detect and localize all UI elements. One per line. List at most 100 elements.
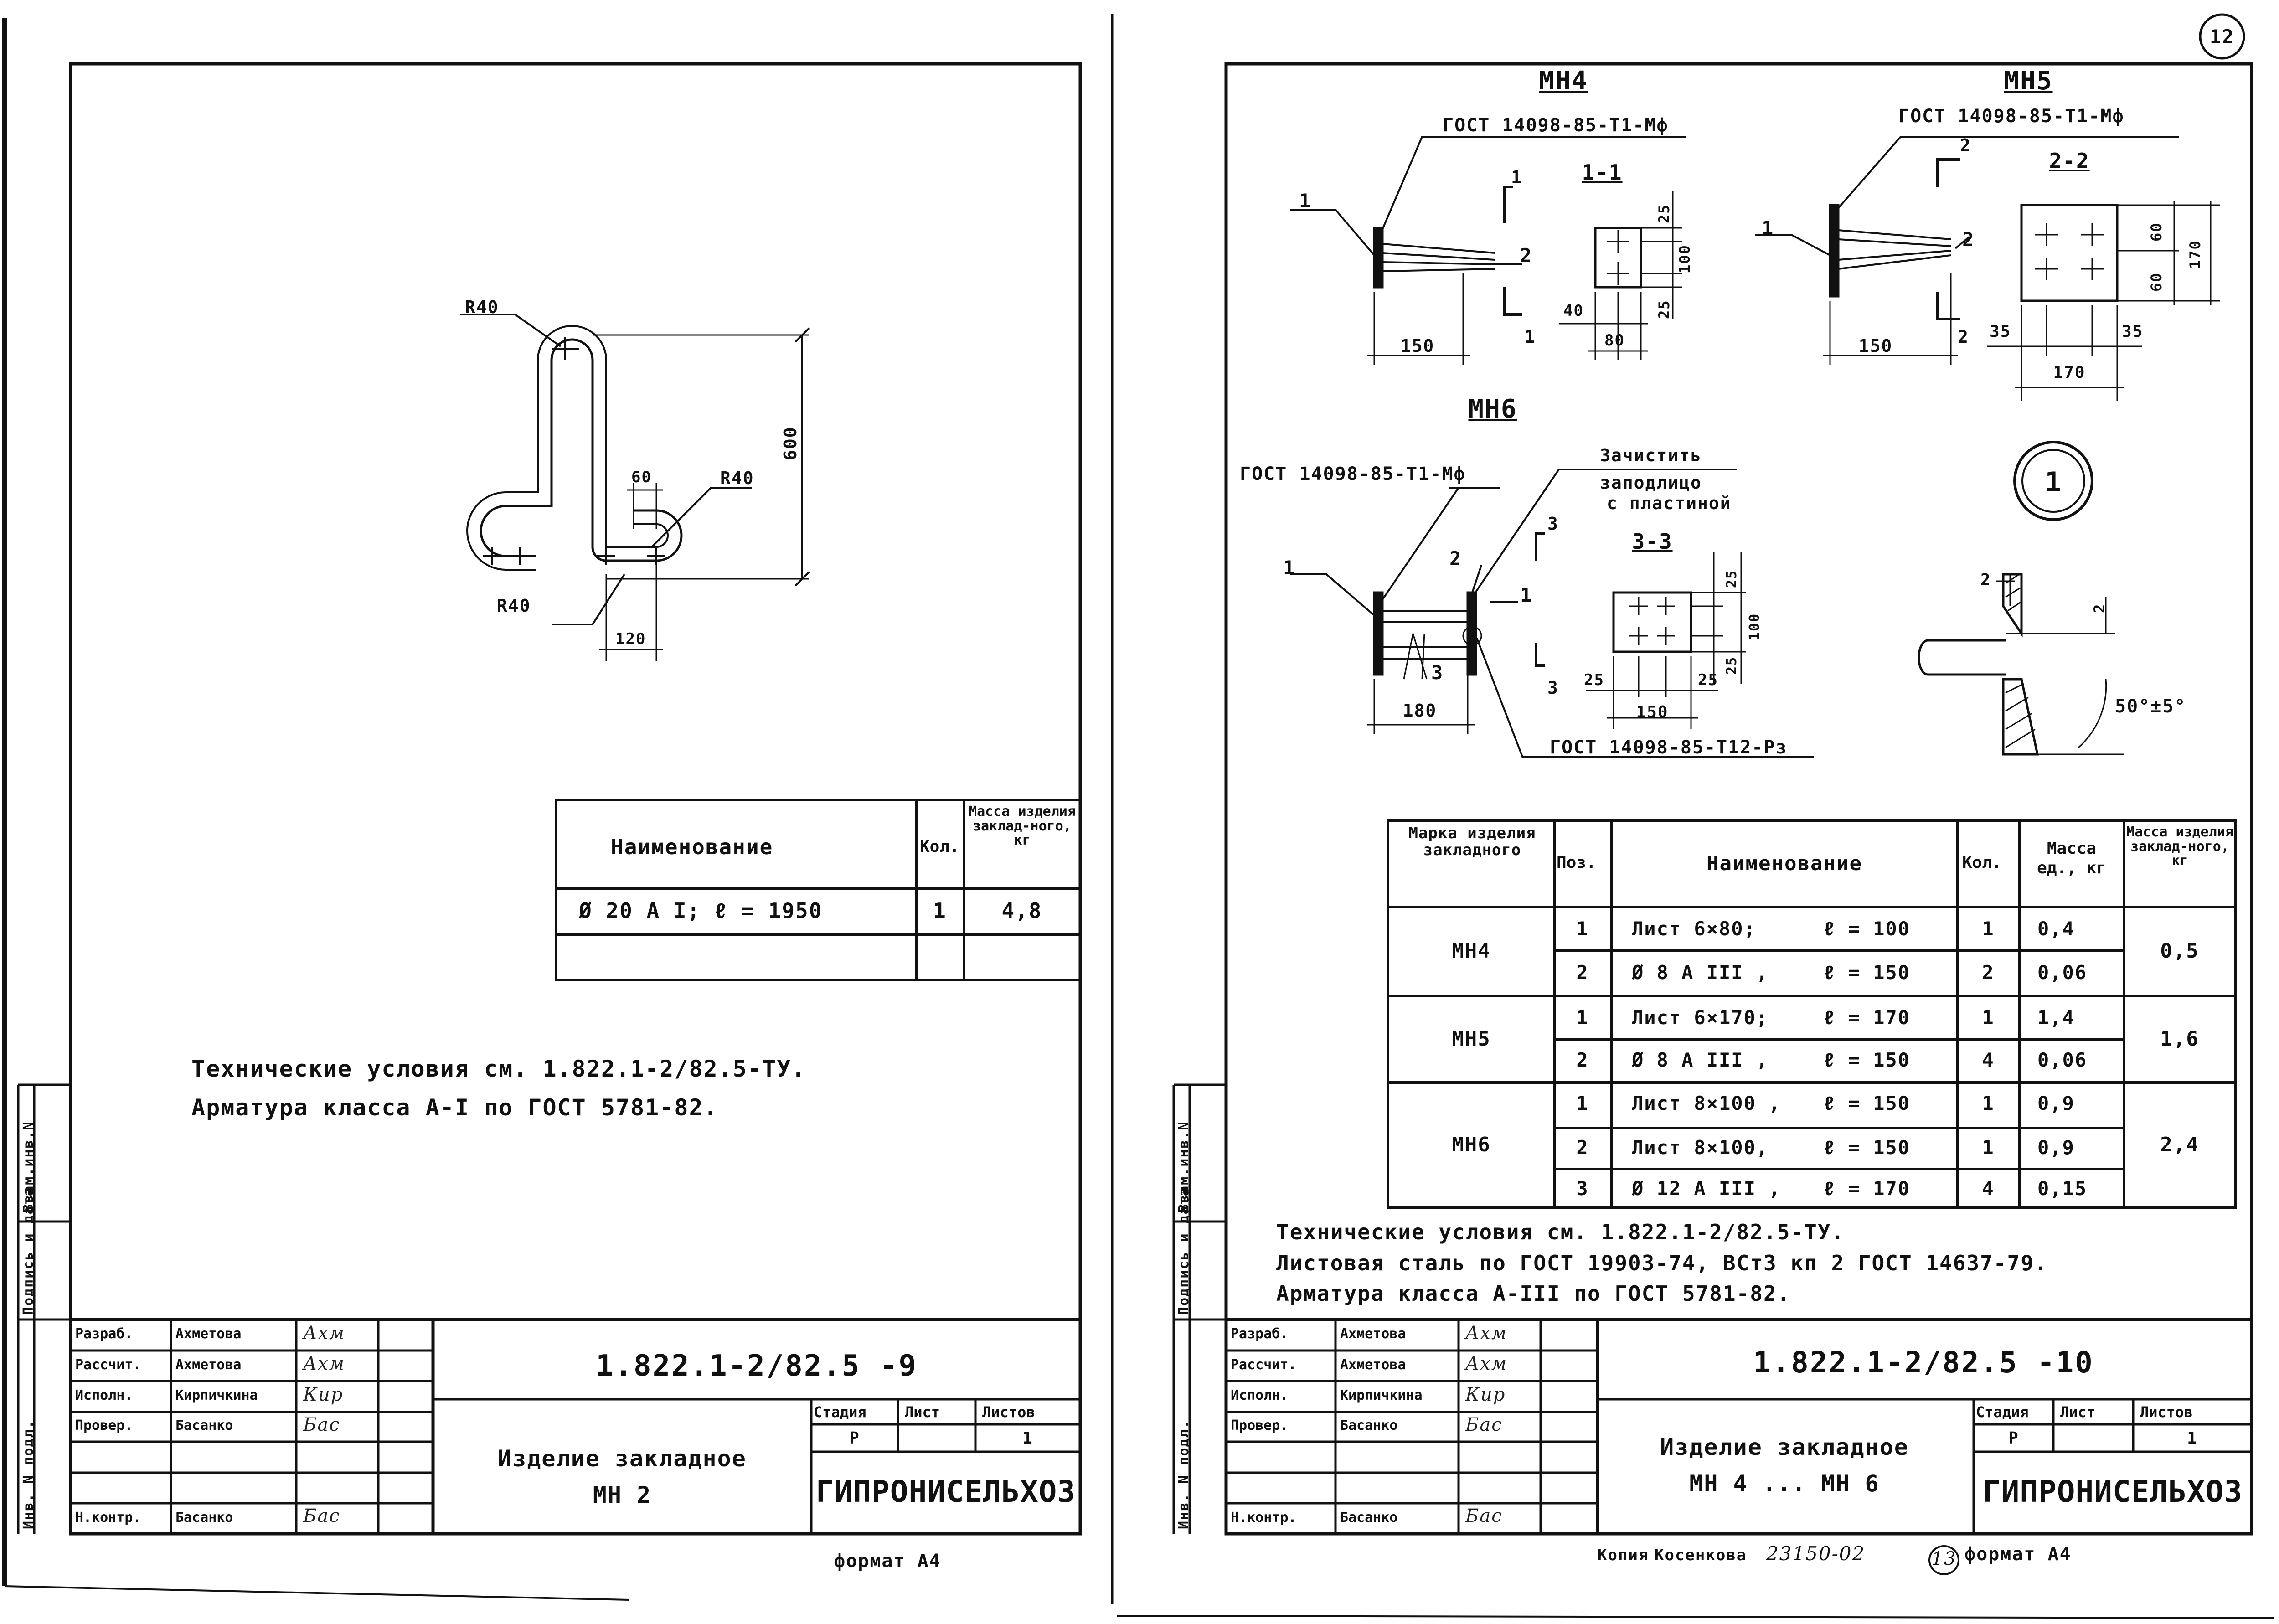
left-side-label-3: Инв. N подл. (21, 1419, 36, 1529)
mn4-dim-25a: 25 (1655, 204, 1673, 223)
table-row-mn4-1-pos: 1 (1576, 918, 1589, 940)
mn4-dim-80: 80 (1604, 331, 1625, 350)
left-stamp-org: ГИПРОНИСЕЛЬХОЗ (815, 1474, 1076, 1509)
copy-page-circle: 13 (1928, 1545, 1959, 1575)
right-side-label-3: Инв. N подл. (1176, 1419, 1192, 1529)
mn5-dim-170v: 170 (2186, 240, 2204, 269)
mn6-gost-1: ГОСТ 14098-85-Т1-Мф (1240, 464, 1466, 485)
mn6-gost-2: ГОСТ 14098-85-Т12-Рз (1550, 737, 1788, 758)
table-row-mn6-1-name: Лист 8×100 , (1632, 1092, 1781, 1114)
left-table-header-name: Наименование (611, 835, 773, 859)
mn6-cut-bottom: 3 (1547, 678, 1559, 698)
left-table-cell-qty: 1 (933, 898, 947, 923)
table-row-mn6-1-pos: 1 (1576, 1092, 1589, 1114)
left-stamp-title-2: МН 2 (593, 1482, 652, 1508)
left-stamp-sheets-header: Листов (982, 1403, 1035, 1421)
right-table-mark-mn6: МН6 (1452, 1133, 1491, 1156)
right-table-total-mn6: 2,4 (2160, 1133, 2199, 1156)
mn4-cut-bottom: 1 (1525, 327, 1536, 347)
right-table-header-pos: Поз. (1557, 853, 1596, 872)
table-row-mn4-2-pos: 2 (1576, 961, 1589, 984)
left-stamp-name-2: Ахметова (175, 1357, 242, 1373)
mn5-cut-top: 2 (1960, 135, 1971, 155)
left-stamp-role-7: Н.контр. (75, 1510, 141, 1526)
left-signature-4: Бас (303, 1414, 340, 1435)
right-format-label: формат А4 (1964, 1544, 2072, 1565)
mn4-title: МН4 (1539, 66, 1588, 96)
mn6-dim-25v2: 25 (1724, 656, 1740, 675)
left-side-label-2: Подпись и дата (21, 1187, 36, 1315)
left-stamp-stage-header: Стадия (814, 1403, 866, 1421)
mn5-section: 2-2 (2049, 149, 2090, 173)
left-stamp-name-3: Кирпичкина (175, 1387, 258, 1403)
table-row-mn6-2-qty: 1 (1982, 1136, 1995, 1159)
mn4-dim-100: 100 (1676, 244, 1693, 273)
left-stamp-title-1: Изделие закладное (498, 1445, 747, 1472)
right-stamp-role-3: Исполн. (1231, 1387, 1289, 1403)
mn6-dim-25v: 25 (1724, 569, 1740, 588)
left-table-cell-name: Ø 20 A I; ℓ = 1950 (579, 898, 823, 923)
mn4-gost: ГОСТ 14098-85-Т1-Мф (1443, 115, 1669, 136)
right-stamp-name-3: Кирпичкина (1340, 1387, 1423, 1403)
left-signature-1: Ахм (303, 1323, 345, 1344)
left-stamp-name-1: Ахметова (175, 1326, 242, 1342)
left-signature-7: Бас (303, 1505, 340, 1526)
mn5-gost: ГОСТ 14098-85-Т1-Мф (1898, 106, 2124, 127)
mn6-section: 3-3 (1632, 529, 1673, 554)
table-row-mn5-1-qty: 1 (1982, 1006, 1995, 1029)
mn6-pos-1: 1 (1283, 557, 1296, 579)
left-stamp-sheet-header: Лист (905, 1403, 940, 1421)
table-row-mn5-2-name: Ø 8 А III , (1632, 1049, 1769, 1071)
table-row-mn6-3-name: Ø 12 А III , (1632, 1177, 1781, 1200)
mn4-cut-top: 1 (1511, 167, 1522, 187)
right-stamp-stage-header: Стадия (1976, 1403, 2029, 1421)
right-table-total-mn5: 1,6 (2160, 1027, 2199, 1051)
right-table-header-mass-unit: Масса ед., кг (2037, 839, 2106, 878)
right-stamp-sheets-header: Листов (2140, 1403, 2193, 1421)
table-row-mn5-1-name: Лист 6×170; (1632, 1006, 1769, 1029)
right-stamp-title-2: МН 4 ... МН 6 (1689, 1470, 1880, 1497)
mn5-dim-35a: 35 (1990, 322, 2011, 341)
left-table-header-qty: Кол. (920, 837, 959, 856)
right-signature-2: Ахм (1465, 1353, 1508, 1374)
right-side-label-2: Подпись и дата (1176, 1187, 1192, 1315)
right-signature-4: Бас (1465, 1414, 1503, 1435)
left-note-1: Технические условия см. 1.822.1-2/82.5-Т… (191, 1056, 806, 1082)
mn4-pos-2: 2 (1520, 244, 1533, 267)
right-signature-3: Кир (1465, 1384, 1506, 1405)
right-table-total-mn4: 0,5 (2160, 939, 2199, 963)
right-stamp-role-7: Н.контр. (1231, 1510, 1297, 1526)
mn5-dim-60b: 60 (2148, 272, 2165, 292)
left-stamp-code: 1.822.1-2/82.5 -9 (595, 1349, 918, 1383)
table-row-mn5-1-mass: 1,4 (2037, 1006, 2075, 1029)
table-row-mn6-3-len: ℓ = 170 (1823, 1177, 1910, 1200)
mn6-dim-150: 150 (1636, 703, 1669, 722)
mn4-dim-150: 150 (1400, 336, 1435, 356)
right-signature-7: Бас (1465, 1505, 1503, 1526)
left-stamp-role-3: Исполн. (75, 1387, 133, 1403)
table-row-mn4-1-mass: 0,4 (2037, 918, 2075, 940)
left-stamp-sheets: 1 (1022, 1429, 1033, 1448)
copy-label: Копия (1598, 1546, 1649, 1564)
dim-r40-left: R40 (497, 596, 531, 616)
dim-600: 600 (780, 426, 800, 460)
table-row-mn4-2-len: ℓ = 150 (1823, 961, 1910, 984)
mn6-clean-note-1: Зачистить (1600, 445, 1702, 465)
table-row-mn5-2-mass: 0,06 (2037, 1049, 2088, 1071)
table-row-mn6-3-mass: 0,15 (2037, 1177, 2088, 1200)
left-stamp-role-2: Рассчит. (75, 1357, 141, 1373)
right-stamp-name-2: Ахметова (1340, 1357, 1406, 1373)
right-note-3: Арматура класса А-III по ГОСТ 5781-82. (1276, 1281, 1791, 1306)
mn5-dim-35b: 35 (2122, 322, 2144, 341)
table-row-mn6-3-qty: 4 (1982, 1177, 1995, 1200)
right-stamp-org: ГИПРОНИСЕЛЬХОЗ (1982, 1474, 2243, 1509)
right-stamp-role-1: Разраб. (1231, 1326, 1289, 1342)
right-stamp-sheets: 1 (2187, 1429, 2198, 1448)
mn6-cut-top: 3 (1547, 514, 1559, 534)
left-stamp-role-4: Провер. (75, 1418, 133, 1433)
table-row-mn5-2-qty: 4 (1982, 1049, 1995, 1071)
mn6-pos-1b: 1 (1520, 584, 1533, 606)
table-row-mn4-1-len: ℓ = 100 (1823, 918, 1910, 940)
right-signature-1: Ахм (1465, 1323, 1508, 1344)
left-table-cell-mass: 4,8 (1001, 898, 1042, 923)
